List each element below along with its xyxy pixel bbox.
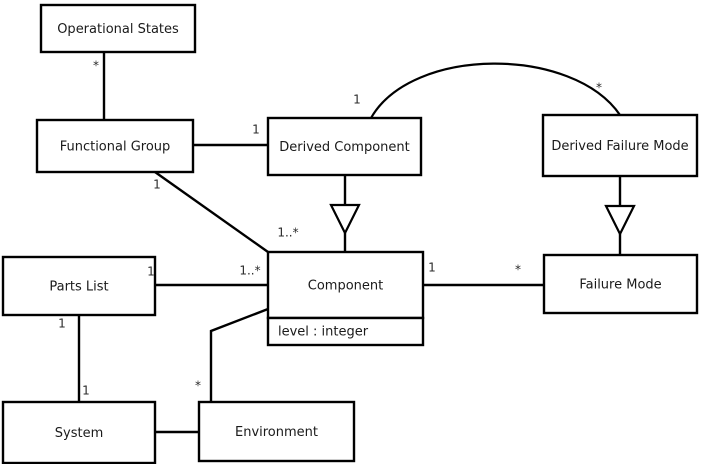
multiplicity-mult-functional-group-component: 1..*	[277, 226, 298, 240]
association-environment-to-component	[209, 307, 269, 402]
class-name-derived-component: Derived Component	[279, 140, 410, 155]
class-box-environment[interactable]: Environment	[197, 400, 356, 463]
class-box-derived-failure-mode[interactable]: Derived Failure Mode	[541, 113, 699, 178]
class-name-derived-failure-mode: Derived Failure Mode	[551, 139, 688, 154]
class-box-derived-component[interactable]: Derived Component	[266, 116, 423, 177]
multiplicity-mult-failure-mode-component: *	[515, 263, 521, 277]
multiplicity-mult-functional-group-down: 1	[153, 178, 161, 192]
attribute-compartment-component[interactable]	[266, 316, 425, 347]
class-box-component[interactable]: Component level : integer	[266, 250, 425, 347]
class-name-parts-list: Parts List	[49, 280, 108, 295]
class-rect-derived-failure-mode[interactable]	[541, 113, 699, 178]
generalization-triangle-derived-component-generalizes-component	[329, 203, 361, 236]
multiplicity-mult-operational-states: *	[93, 59, 99, 73]
attribute-component-0: level : integer	[278, 325, 369, 340]
association-derived-component-to-derived-failure-mode	[370, 62, 621, 119]
multiplicity-mult-derived-component-arc: 1	[353, 93, 361, 107]
class-box-parts-list[interactable]: Parts List	[1, 255, 157, 317]
class-rect-operational-states[interactable]	[39, 3, 197, 54]
generalization-layer	[329, 175, 636, 255]
class-box-operational-states[interactable]: Operational States	[39, 3, 197, 54]
multiplicity-mult-parts-list-right: 1	[147, 265, 155, 279]
multiplicity-mult-environment-component: *	[195, 379, 201, 393]
class-rect-system[interactable]	[1, 400, 157, 464]
multiplicity-mult-system-parts-list: 1	[82, 384, 90, 398]
class-name-system: System	[55, 426, 103, 441]
association-functional-group-to-component	[154, 171, 269, 253]
class-name-component: Component	[308, 279, 383, 294]
multiplicity-mult-parts-list-component: 1..*	[239, 264, 260, 278]
class-box-functional-group[interactable]: Functional Group	[35, 118, 195, 174]
class-rect-functional-group[interactable]	[35, 118, 195, 174]
class-rect-component[interactable]	[266, 250, 425, 320]
class-rect-parts-list[interactable]	[1, 255, 157, 317]
multiplicity-mult-component-failure-mode: 1	[428, 261, 436, 275]
class-rect-derived-component[interactable]	[266, 116, 423, 177]
class-name-environment: Environment	[235, 425, 318, 440]
class-rect-environment[interactable]	[197, 400, 356, 463]
class-rect-failure-mode[interactable]	[542, 253, 699, 315]
association-layer	[77, 52, 621, 434]
generalization-triangle-derived-failure-mode-generalizes-failure-mode	[604, 204, 636, 237]
class-name-functional-group: Functional Group	[60, 140, 171, 155]
multiplicity-layer: * 1 1 * 1 1..* 1 1..* 1 * 1 * 1	[58, 59, 602, 398]
class-name-failure-mode: Failure Mode	[579, 278, 661, 293]
class-box-failure-mode[interactable]: Failure Mode	[542, 253, 699, 315]
multiplicity-mult-derived-failure-mode-arc: *	[596, 81, 602, 95]
class-name-operational-states: Operational States	[57, 22, 179, 37]
multiplicity-mult-parts-list-system-top: 1	[58, 317, 66, 331]
multiplicity-mult-functional-group-derived-component: 1	[252, 123, 260, 137]
class-box-system[interactable]: System	[1, 400, 157, 464]
